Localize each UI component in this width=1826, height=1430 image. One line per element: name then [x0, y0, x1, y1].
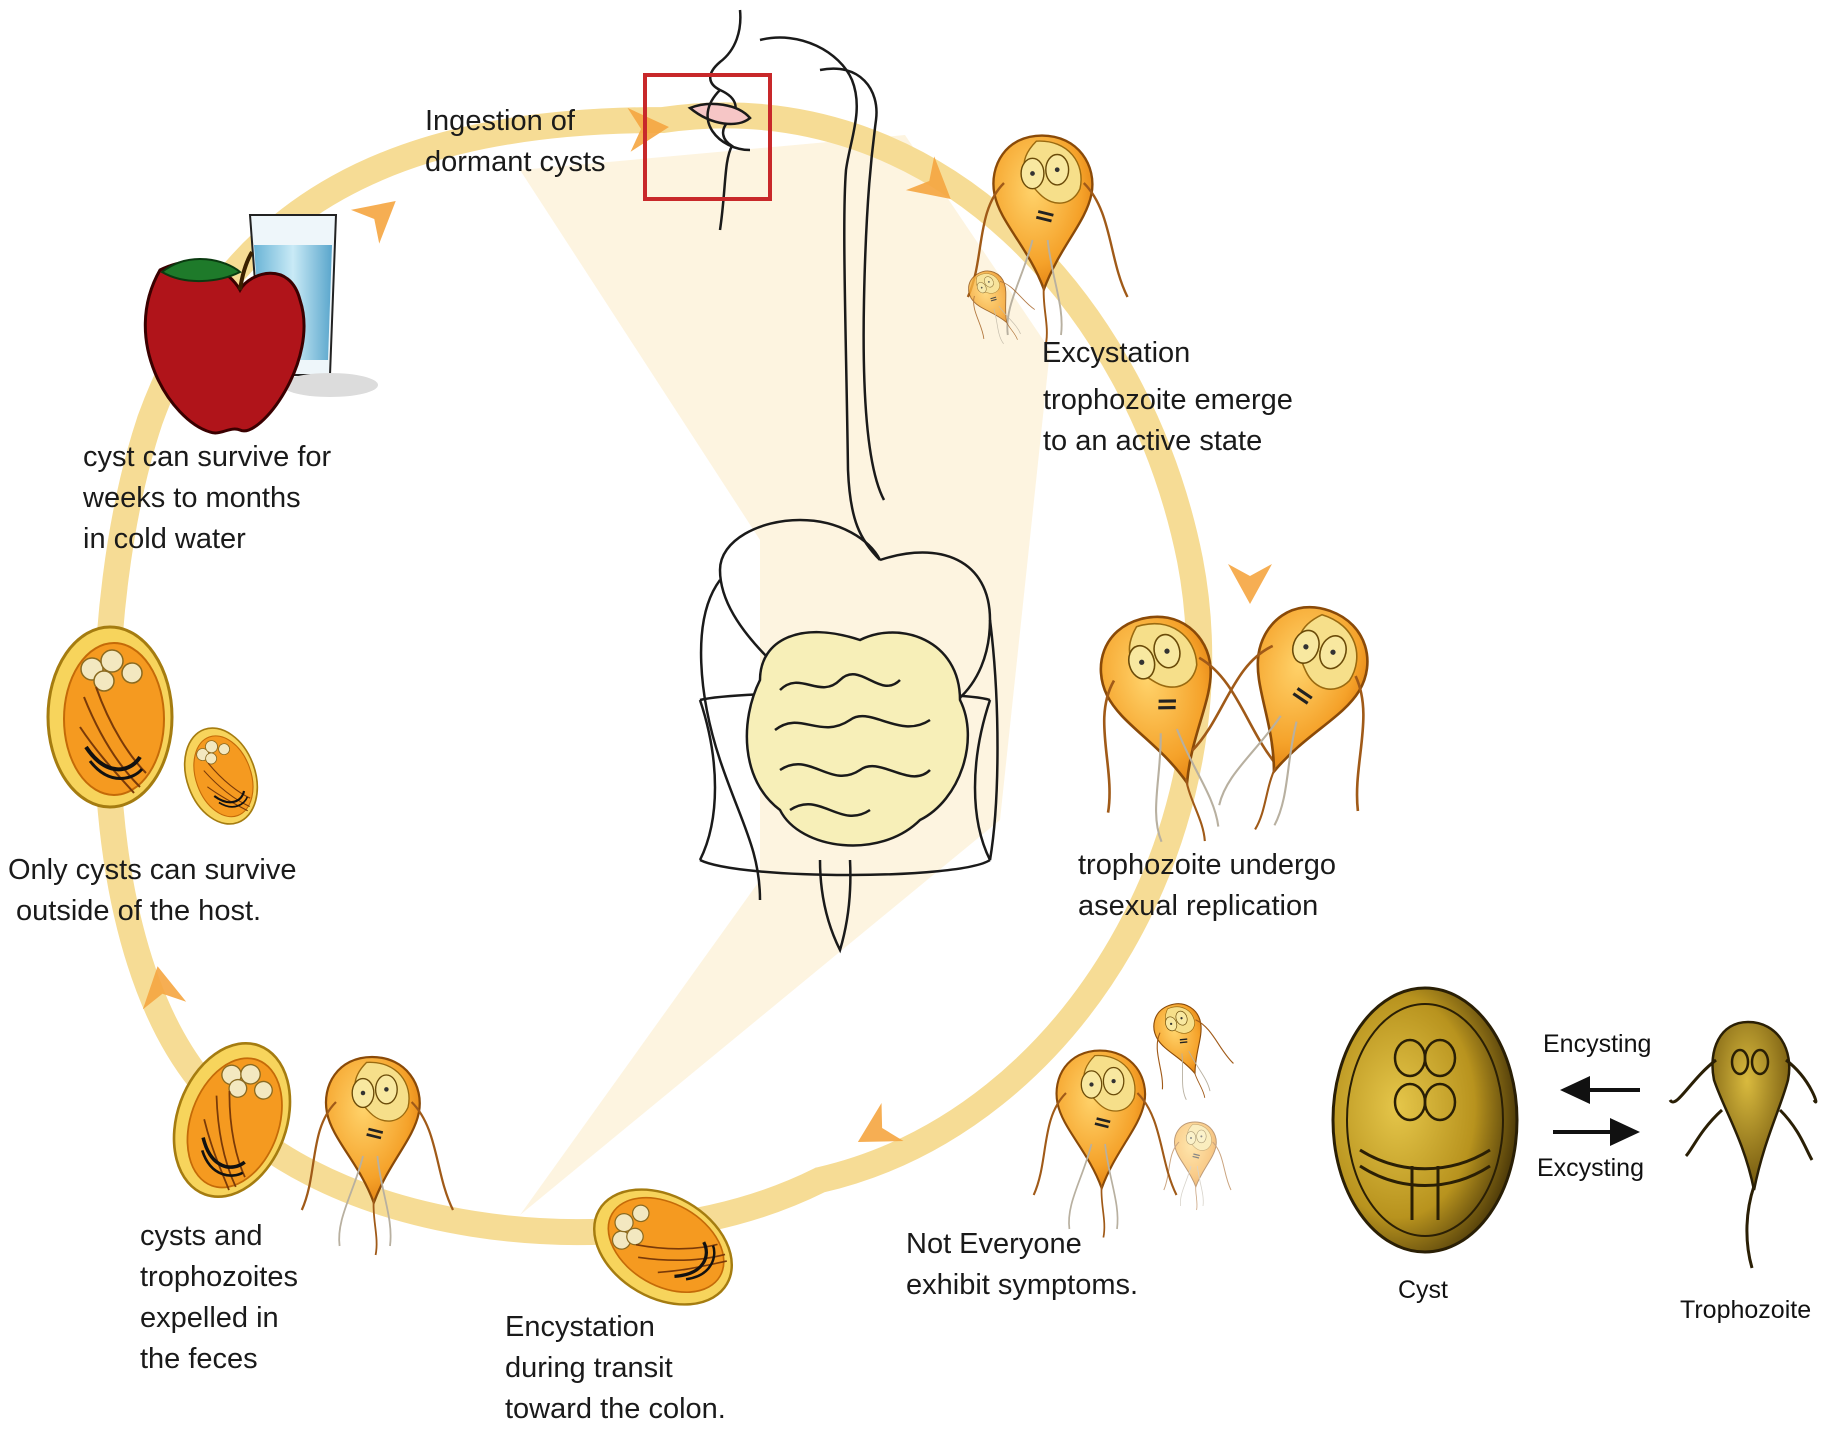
cyst-icon: [574, 1166, 753, 1328]
legend-encysting-label: Encysting: [1543, 1030, 1651, 1059]
legend-excysting-label: Excysting: [1537, 1154, 1644, 1183]
cycle-arrow-icon: [351, 184, 410, 243]
cyst-small-icon: [172, 718, 270, 834]
label-ingestion: Ingestion of dormant cysts: [425, 101, 606, 183]
legend-cyst-icon: [1333, 988, 1517, 1252]
excysting-arrow-icon: [1553, 1118, 1640, 1146]
legend-trophozoite-icon: [1670, 1022, 1816, 1268]
trophozoite-icon: [1034, 1051, 1177, 1238]
label-survive-outside: Only cysts can survive outside of the ho…: [8, 850, 296, 932]
label-expelled: cysts and trophozoites expelled in the f…: [140, 1216, 298, 1380]
cyst-icon: [48, 627, 172, 807]
label-replication: trophozoite undergo asexual replication: [1078, 845, 1336, 927]
legend-trophozoite-label: Trophozoite: [1680, 1296, 1811, 1325]
encysting-arrow-icon: [1560, 1076, 1640, 1104]
label-excystation-title: Excystation: [1042, 333, 1190, 374]
label-symptoms: Not Everyone exhibit symptoms.: [906, 1224, 1138, 1306]
cycle-arrow-icon: [1228, 564, 1272, 604]
label-cold-water: cyst can survive for weeks to months in …: [83, 437, 331, 560]
trophozoite-small-icon: [1136, 992, 1241, 1111]
label-excystation-desc: trophozoite emerge to an active state: [1043, 380, 1293, 462]
label-encystation: Encystation during transit toward the co…: [505, 1307, 726, 1430]
trophozoite-faded-icon: [1164, 1122, 1231, 1210]
legend-cyst-label: Cyst: [1398, 1276, 1448, 1305]
